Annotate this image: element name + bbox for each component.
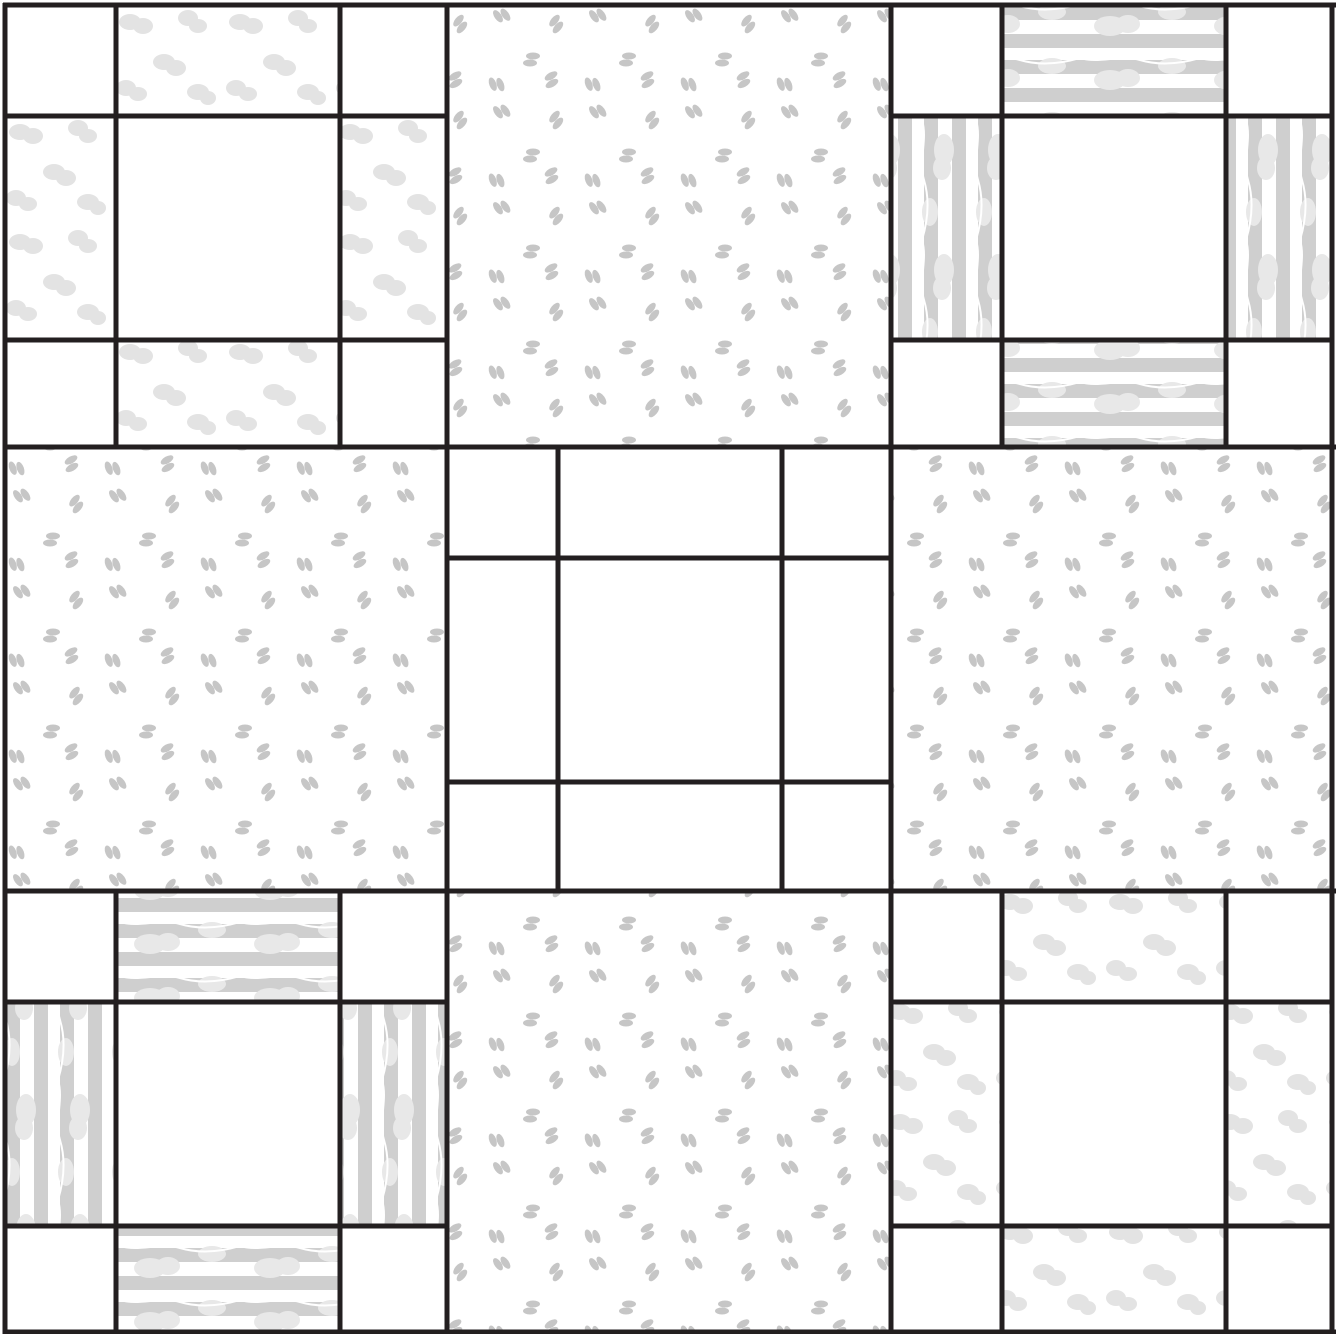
frame-bottom-strip (558, 782, 782, 891)
frame-right-strip (782, 558, 891, 782)
frame-bottom-strip (1002, 340, 1226, 447)
frame-bottom-strip (116, 1226, 340, 1332)
leaf-print-block (5, 447, 447, 891)
frame-bottom-strip (116, 340, 340, 447)
leaf-print-block (447, 5, 891, 447)
leaf-print-block (447, 891, 891, 1332)
frame-right-strip (1226, 116, 1332, 340)
frame-right-strip (340, 116, 447, 340)
frame-left-strip (891, 1002, 1002, 1226)
frame-left-strip (5, 116, 116, 340)
frame-top-strip (1002, 891, 1226, 1002)
frame-top-strip (116, 5, 340, 116)
frame-top-strip (1002, 5, 1226, 116)
frame-right-strip (1226, 1002, 1332, 1226)
frame-left-strip (5, 1002, 116, 1226)
frame-left-strip (447, 558, 558, 782)
frame-right-strip (340, 1002, 447, 1226)
leaf-print-block (891, 447, 1332, 891)
frame-top-strip (558, 447, 782, 558)
frame-left-strip (891, 116, 1002, 340)
frame-top-strip (116, 891, 340, 1002)
frame-bottom-strip (1002, 1226, 1226, 1332)
